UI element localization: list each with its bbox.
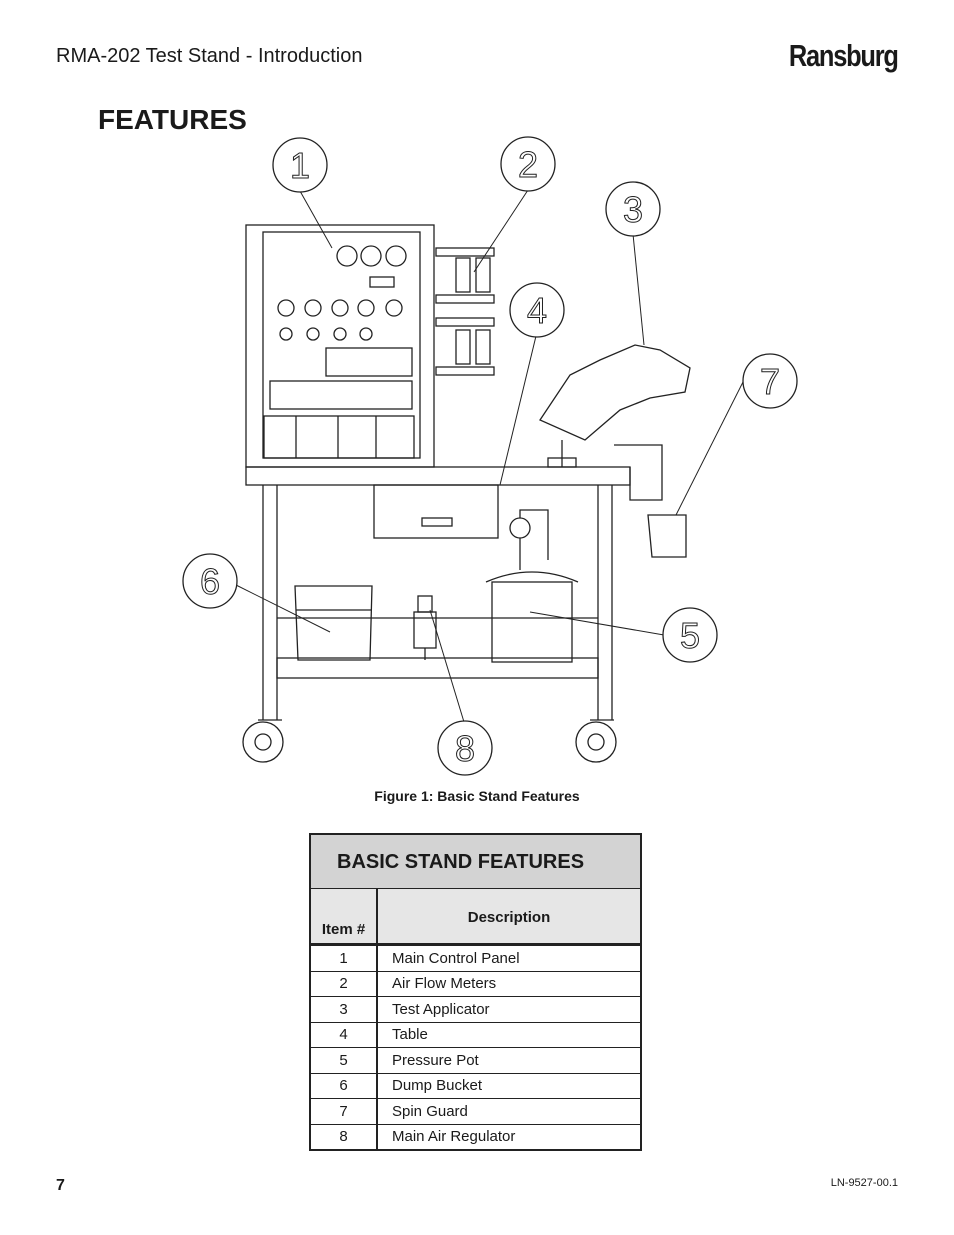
callout-number: 4: [527, 290, 547, 331]
callout-number: 1: [290, 145, 310, 186]
item-description: Table: [376, 1022, 642, 1048]
brand-logo: Ransburg: [789, 38, 899, 73]
item-number: 4: [309, 1022, 378, 1048]
callout-number: 5: [680, 615, 700, 656]
item-description: Main Air Regulator: [376, 1124, 642, 1151]
column-header-description: Description: [376, 889, 642, 946]
callout-circle: [662, 607, 718, 663]
item-number: 2: [309, 971, 378, 997]
callout-number: 7: [760, 361, 780, 402]
item-description: Dump Bucket: [376, 1073, 642, 1099]
callout-circle: [509, 282, 565, 338]
test-stand-diagram: 1 2 3 4 5 6 7 8: [182, 136, 798, 776]
item-number: 6: [309, 1073, 378, 1099]
callout-circle: [272, 137, 328, 193]
callout-circle: [182, 553, 238, 609]
column-header-item: Item #: [309, 889, 378, 946]
callout-circle: [742, 353, 798, 409]
features-table: BASIC STAND FEATURES Item # Description …: [309, 833, 642, 1151]
item-number: 1: [309, 944, 378, 972]
table-top: [245, 466, 631, 486]
callout-number: 2: [518, 144, 538, 185]
item-description: Pressure Pot: [376, 1047, 642, 1074]
callout-circle: [605, 181, 661, 237]
callout-number: 6: [200, 561, 220, 602]
section-title: FEATURES: [98, 104, 247, 135]
callout-circle: [500, 136, 556, 192]
item-number: 8: [309, 1124, 378, 1151]
item-description: Air Flow Meters: [376, 971, 642, 997]
table-title: BASIC STAND FEATURES: [309, 833, 642, 889]
figure-caption: Figure 1: Basic Stand Features: [374, 788, 580, 804]
control-panel-cabinet: [245, 224, 435, 468]
callout-circle: [437, 720, 493, 776]
item-description: Spin Guard: [376, 1098, 642, 1125]
item-number: 3: [309, 996, 378, 1023]
page-number: 7: [56, 1177, 65, 1194]
callout-number: 8: [455, 728, 475, 769]
page-header-title: RMA-202 Test Stand - Introduction: [56, 45, 363, 67]
document-id: LN-9527-00.1: [830, 1177, 898, 1189]
item-description: Test Applicator: [376, 996, 642, 1023]
item-number: 5: [309, 1047, 378, 1074]
item-description: Main Control Panel: [376, 944, 642, 972]
callout-number: 3: [623, 189, 643, 230]
item-number: 7: [309, 1098, 378, 1125]
